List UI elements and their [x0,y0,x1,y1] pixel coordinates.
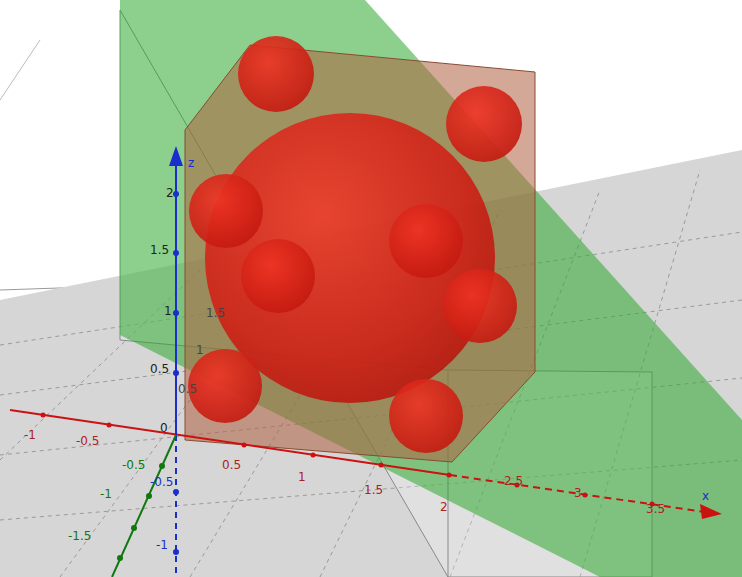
axis-tick-label: 2 [166,186,174,200]
axis-tick-label: 3 [574,486,582,500]
axis-tick-label: 1 [298,470,306,484]
axis-tick-label: -1 [156,538,168,552]
axis-tick-label: -1 [100,487,112,501]
axis-tick-label: z [188,156,194,170]
cube-face [185,45,535,462]
small-spheres [188,36,522,453]
axis-tick-label: 1.5 [364,483,383,497]
axis-tick-label: 1 [196,343,204,357]
axis-tick-label: -0.5 [150,475,173,489]
axis-tick-label: 1.5 [150,243,169,257]
axis-tick-label: 1.5 [206,306,225,320]
axis-tick-label: 0 [160,421,168,435]
axis-tick-label: -1 [24,428,36,442]
axis-tick-label: x [702,489,709,503]
axis-tick-label: 2 [440,500,448,514]
axis-tick-label: -1.5 [68,529,91,543]
axis-tick-label: 0.5 [222,458,241,472]
axis-tick-label: 3.5 [646,502,665,516]
axis-tick-label: 0.5 [178,382,197,396]
axis-tick-label: 1 [164,304,172,318]
axis-tick-label: 0.5 [150,362,169,376]
axis-tick-label: 2.5 [504,474,523,488]
axis-tick-label: -0.5 [122,458,145,472]
green-plane [120,0,742,577]
axis-tick-label: -0.5 [76,434,99,448]
z-axis [175,162,177,435]
x-axis [10,410,450,475]
y-axis [112,435,176,577]
